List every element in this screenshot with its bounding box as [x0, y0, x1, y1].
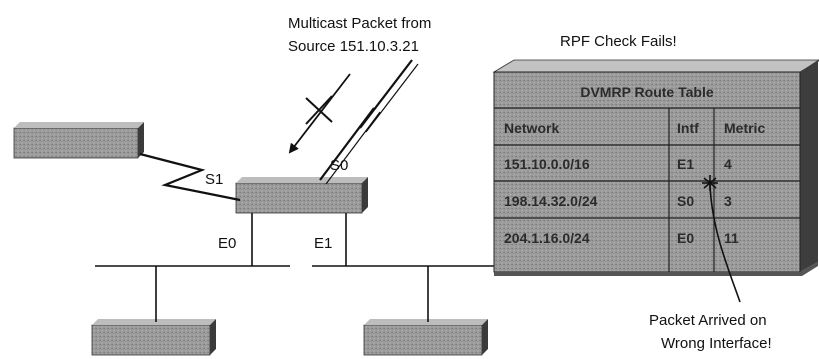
row2-intf: S0 — [677, 193, 694, 209]
center-router — [235, 177, 368, 214]
blocked-x-icon — [305, 95, 333, 125]
wrong-callout-line2: Wrong Interface! — [661, 335, 772, 352]
wrong-callout-line1: Packet Arrived on — [649, 312, 767, 329]
row1-metric: 4 — [724, 156, 732, 172]
row3-intf: E0 — [677, 230, 694, 246]
interface-s1-label: S1 — [205, 171, 223, 188]
rpf-title: RPF Check Fails! — [560, 33, 677, 50]
packet-callout-line2: Source 151.10.3.21 — [288, 38, 419, 55]
header-intf: Intf — [677, 120, 699, 136]
interface-e0-label: E0 — [218, 235, 236, 252]
row2-metric: 3 — [724, 193, 732, 209]
row1-network: 151.10.0.0/16 — [504, 156, 590, 172]
left-router — [13, 122, 144, 159]
interface-e1-label: E1 — [314, 235, 332, 252]
route-table: DVMRP Route Table Network Intf Metric 15… — [492, 59, 819, 276]
bottom-left-router — [91, 319, 216, 356]
packet-arrow — [288, 73, 351, 154]
row1-intf: E1 — [677, 156, 694, 172]
packet-callout-line1: Multicast Packet from — [288, 15, 431, 32]
serial-link-s0-outline — [325, 63, 419, 185]
wrong-interface-pointer — [709, 184, 741, 303]
row2-network: 198.14.32.0/24 — [504, 193, 598, 209]
bottom-right-router — [363, 319, 488, 356]
header-metric: Metric — [724, 120, 765, 136]
route-table-title: DVMRP Route Table — [580, 84, 713, 100]
interface-s0-label: S0 — [330, 157, 348, 174]
row3-network: 204.1.16.0/24 — [504, 230, 590, 246]
header-network: Network — [504, 120, 559, 136]
serial-link-s1 — [139, 152, 241, 202]
serial-link-s0 — [319, 59, 413, 181]
row3-metric: 11 — [724, 230, 739, 246]
